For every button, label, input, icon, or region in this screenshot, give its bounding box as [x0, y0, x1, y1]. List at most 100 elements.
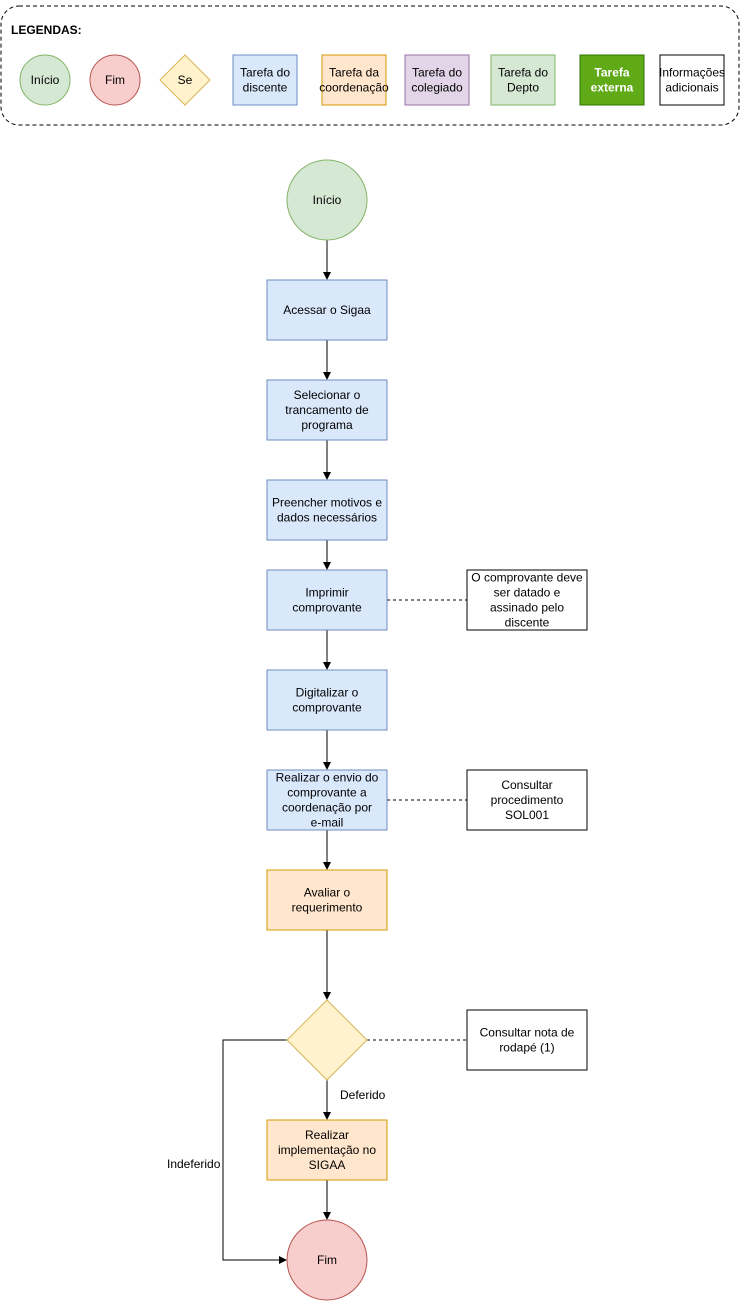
edge-label-deferido: Deferido: [340, 1088, 386, 1102]
end-node-shape: [286, 1219, 368, 1301]
step-access-sigaa: Acessar o Sigaa: [266, 279, 388, 341]
step-implement-sigaa-shape: [266, 1119, 388, 1181]
step-evaluate-request-shape: [266, 869, 388, 931]
step-digitize-receipt-text: Digitalizar o: [296, 686, 359, 700]
step-send-email-text: comprovante a: [287, 786, 367, 800]
legend-student-task-shape: [232, 54, 298, 106]
step-print-receipt-text: Imprimir: [305, 586, 348, 600]
step-evaluate-request-text: requerimento: [292, 901, 363, 915]
legend-additional-info-shape: [659, 54, 725, 106]
legend-end-text: Fim: [105, 73, 125, 87]
decision-node-shape: [286, 999, 368, 1081]
legend-council-task-shape: [404, 54, 470, 106]
step-digitize-receipt-text: comprovante: [292, 701, 362, 715]
legend-student-task-text: Tarefa do: [240, 66, 290, 80]
legend-external-task-shape: [579, 54, 645, 106]
step-send-email-shape: [266, 769, 388, 831]
note-receipt-signed-shape: [466, 569, 588, 631]
legend-additional-info-text: Informações: [659, 66, 725, 80]
step-print-receipt-text: comprovante: [292, 601, 362, 615]
step-digitize-receipt-shape: [266, 669, 388, 731]
note-receipt-signed-text: ser datado e: [494, 586, 561, 600]
start-node: Início: [286, 159, 368, 241]
step-select-lock-text: Selecionar o: [294, 388, 361, 402]
step-send-email-text: e-mail: [311, 816, 344, 830]
step-send-email-text: Realizar o envio do: [276, 771, 379, 785]
legend-start-text: Início: [31, 73, 60, 87]
note-procedure-sol001-text: Consultar: [501, 778, 552, 792]
legend-additional-info-text: adicionais: [665, 81, 718, 95]
legend-end-shape: [89, 54, 141, 106]
step-access-sigaa-shape: [266, 279, 388, 341]
note-footnote-1-shape: [466, 1009, 588, 1071]
legend-decision: Se: [159, 54, 211, 106]
legend-start-shape: [19, 54, 71, 106]
legend-external-task-text: externa: [591, 81, 634, 95]
note-procedure-sol001-shape: [466, 769, 588, 831]
end-node-text: Fim: [317, 1253, 337, 1267]
note-receipt-signed-text: O comprovante deve: [471, 571, 583, 585]
edge-label-indeferido: Indeferido: [167, 1157, 221, 1171]
step-fill-reasons-text: Preencher motivos e: [272, 496, 382, 510]
start-node-text: Início: [313, 193, 342, 207]
legend-end: Fim: [89, 54, 141, 106]
decision-node: [286, 999, 368, 1081]
arrow-decision-to-end-rejected: [222, 1039, 287, 1264]
step-select-lock-shape: [266, 379, 388, 441]
legend-department-task-shape: [490, 54, 556, 106]
step-fill-reasons-text: dados necessários: [277, 511, 377, 525]
step-implement-sigaa-text: SIGAA: [309, 1158, 346, 1172]
legend-title: LEGENDAS:: [11, 23, 82, 37]
step-select-lock-text: programa: [301, 418, 353, 432]
end-node: Fim: [286, 1219, 368, 1301]
connectors: [222, 240, 467, 1264]
legend-decision-shape: [159, 54, 211, 106]
legend-decision-text: Se: [178, 73, 193, 87]
step-fill-reasons-shape: [266, 479, 388, 541]
note-procedure-sol001-text: procedimento: [491, 793, 564, 807]
legend-external-task-text: Tarefa: [594, 66, 629, 80]
note-receipt-signed-text: discente: [505, 616, 550, 630]
note-footnote-1-text: Consultar nota de: [480, 1026, 575, 1040]
legend-council-task-text: colegiado: [411, 81, 463, 95]
note-procedure-sol001-text: SOL001: [505, 808, 549, 822]
legend-coordination-task-shape: [321, 54, 387, 106]
step-print-receipt-shape: [266, 569, 388, 631]
start-node-shape: [286, 159, 368, 241]
legend-department-task-text: Depto: [507, 81, 539, 95]
step-send-email-text: coordenação por: [282, 801, 372, 815]
note-receipt-signed-text: assinado pelo: [490, 601, 564, 615]
legend-coordination-task-text: Tarefa da: [329, 66, 379, 80]
step-evaluate-request-text: Avaliar o: [304, 886, 351, 900]
legend-council-task-text: Tarefa do: [412, 66, 462, 80]
legend-department-task-text: Tarefa do: [498, 66, 548, 80]
legend-start: Início: [19, 54, 71, 106]
step-select-lock-text: trancamento de: [285, 403, 369, 417]
step-access-sigaa-text: Acessar o Sigaa: [283, 303, 371, 317]
step-implement-sigaa-text: implementação no: [278, 1143, 376, 1157]
legend-student-task-text: discente: [243, 81, 288, 95]
legend-coordination-task-text: coordenação: [319, 81, 389, 95]
note-footnote-1-text: rodapé (1): [499, 1041, 554, 1055]
step-implement-sigaa-text: Realizar: [305, 1128, 349, 1142]
